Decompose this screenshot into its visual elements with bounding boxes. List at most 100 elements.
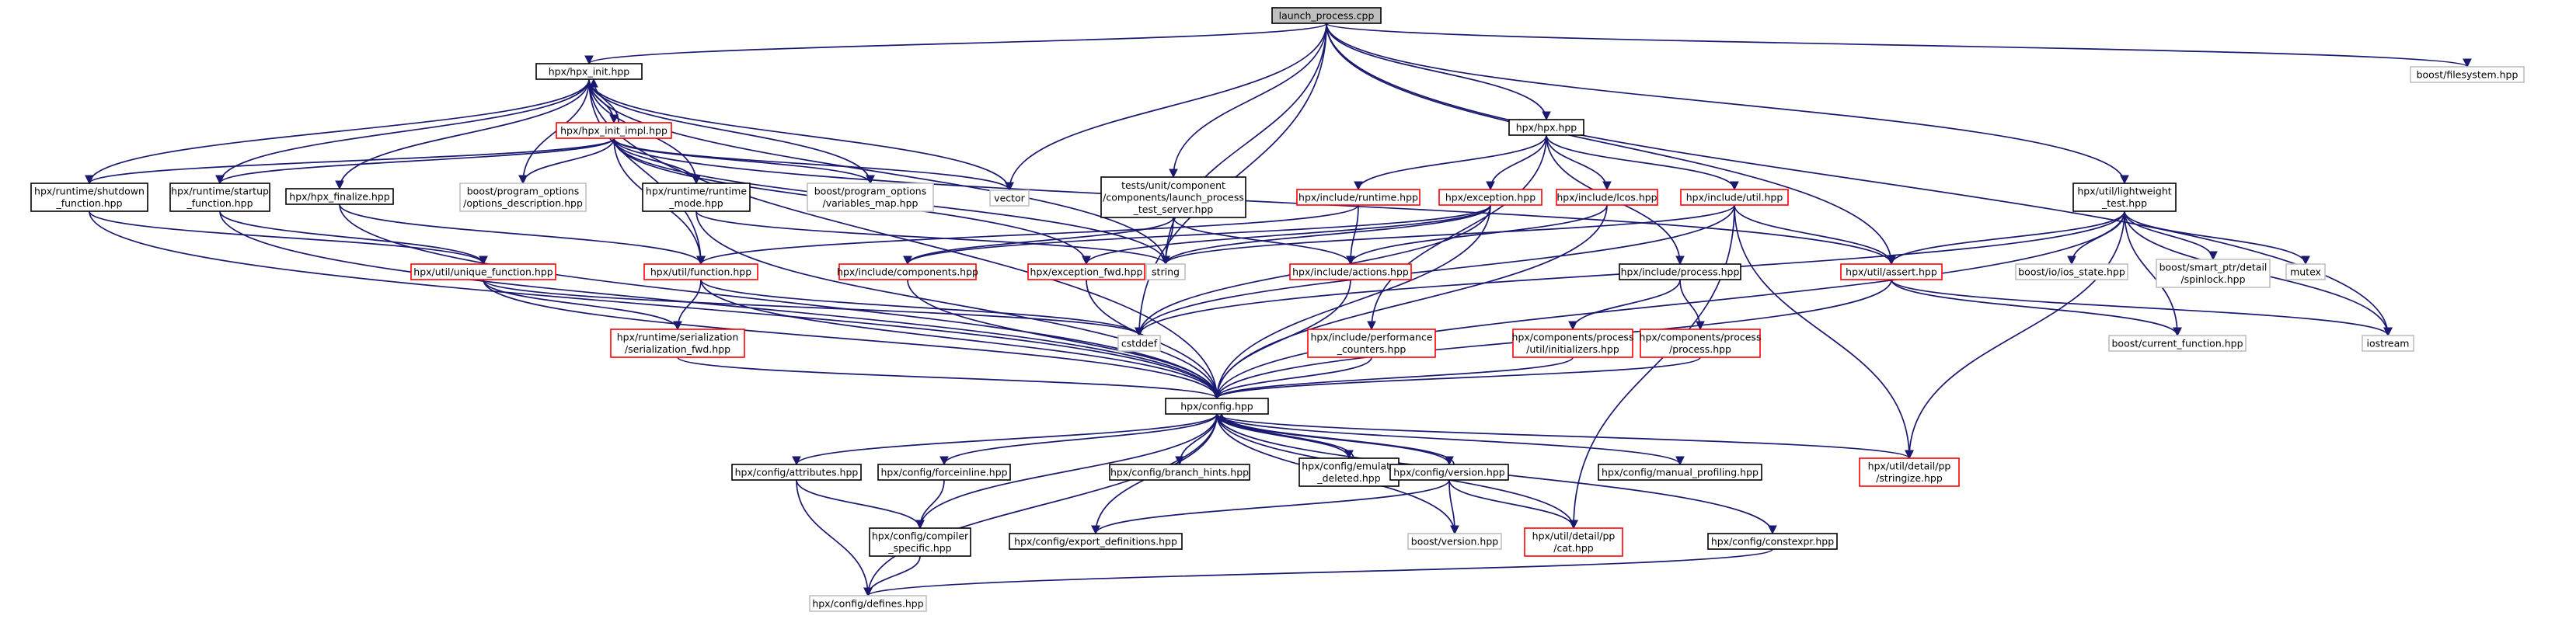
node-inc-process[interactable]: hpx/include/process.hpp xyxy=(1619,263,1741,280)
node-inc-util[interactable]: hpx/include/util.hpp xyxy=(1680,189,1789,206)
node-inc-performance[interactable]: hpx/include/performance_counters.hpp xyxy=(1307,329,1436,358)
node-po-options-desc: boost/program_options/options_descriptio… xyxy=(459,183,587,212)
node-pp-cat[interactable]: hpx/util/detail/pp/cat.hpp xyxy=(1524,527,1623,557)
node-lightweight-test[interactable]: hpx/util/lightweight_test.hpp xyxy=(2072,183,2177,212)
edge-util_unique_function-to-hpx_config xyxy=(483,279,1222,400)
node-label: boost/program_options xyxy=(467,186,580,197)
node-hpx-finalize[interactable]: hpx/hpx_finalize.hpp xyxy=(285,188,394,205)
edge-line xyxy=(915,479,945,530)
edge-line xyxy=(518,137,615,185)
node-hpx-hpx[interactable]: hpx/hpx.hpp xyxy=(1508,119,1584,136)
edge-hpx_init_impl-to-rt_startup xyxy=(215,137,615,185)
edge-line xyxy=(1082,204,1491,266)
node-proc-initializers[interactable]: hpx/components/process/util/initializers… xyxy=(1512,329,1634,358)
node-serialization-fwd[interactable]: hpx/runtime/serialization/serialization_… xyxy=(610,329,745,358)
node-inc-components[interactable]: hpx/include/components.hpp xyxy=(837,263,978,280)
edge-inc_lcos-to-inc_actions xyxy=(1346,204,1608,266)
node-cfg-manual-profiling[interactable]: hpx/config/manual_profiling.hpp xyxy=(1598,464,1762,481)
node-inc-runtime[interactable]: hpx/include/runtime.hpp xyxy=(1296,189,1420,206)
node-label: hpx/config.hpp xyxy=(1180,400,1253,412)
edge-root-to-lightweight_test xyxy=(1326,23,2129,185)
node-label: _deleted.hpp xyxy=(1316,472,1380,484)
node-label: /stringize.hpp xyxy=(1876,472,1943,484)
edge-hpx_init-to-hpx_finalize xyxy=(335,78,590,190)
edge-root-to-boost_filesystem xyxy=(1326,23,2472,68)
node-cfg-branch-hints[interactable]: hpx/config/branch_hints.hpp xyxy=(1109,464,1250,481)
node-box xyxy=(2410,66,2525,83)
edge-util_function-to-serialization_fwd xyxy=(673,279,702,331)
node-rt-shutdown[interactable]: hpx/runtime/shutdown_function.hpp xyxy=(30,183,148,212)
edge-line xyxy=(1326,23,2129,185)
edge-line xyxy=(1734,204,1896,266)
node-label: hpx/config/version.hpp xyxy=(1393,466,1505,478)
node-label: iostream xyxy=(2367,337,2410,349)
node-rt-startup[interactable]: hpx/runtime/startup_function.hpp xyxy=(169,183,270,212)
edge-line xyxy=(1346,204,1359,266)
node-cfg-compiler-specific[interactable]: hpx/config/compiler_specific.hpp xyxy=(869,527,971,557)
node-hpx-config[interactable]: hpx/config.hpp xyxy=(1165,398,1269,415)
node-label: hpx/config/emulate xyxy=(1302,461,1396,472)
edge-line xyxy=(1161,204,1491,266)
node-proc-process[interactable]: hpx/components/process/process.hpp xyxy=(1640,329,1762,358)
node-label: boost/io/ios_state.hpp xyxy=(2018,266,2125,277)
node-label: hpx/config/branch_hints.hpp xyxy=(1110,466,1249,478)
edge-inc_performance-to-hpx_config xyxy=(1212,356,1372,400)
node-box xyxy=(1840,263,1943,280)
edge-serialization_fwd-to-hpx_config xyxy=(677,356,1222,400)
node-cfg-emulate-deleted[interactable]: hpx/config/emulate_deleted.hpp xyxy=(1298,457,1400,487)
edge-line xyxy=(1212,279,1351,400)
node-iostream: iostream xyxy=(2362,335,2414,352)
node-util-function[interactable]: hpx/util/function.hpp xyxy=(643,263,758,280)
edge-line xyxy=(483,279,1222,400)
edge-line xyxy=(1367,134,1547,331)
node-label: hpx/include/util.hpp xyxy=(1686,191,1783,203)
node-box xyxy=(731,464,862,481)
node-label: boost/program_options xyxy=(814,186,927,197)
node-cfg-forceinline[interactable]: hpx/config/forceinline.hpp xyxy=(877,464,1011,481)
edge-line xyxy=(215,78,590,185)
node-root[interactable]: launch_process.cpp xyxy=(1271,7,1382,24)
edge-line xyxy=(1326,23,2393,337)
node-hpx-init-impl[interactable]: hpx/hpx_init_impl.hpp xyxy=(556,122,672,139)
node-cfg-export-definitions[interactable]: hpx/config/export_definitions.hpp xyxy=(1009,533,1183,550)
node-inc-actions[interactable]: hpx/include/actions.hpp xyxy=(1289,263,1412,280)
edge-lightweight_test-to-boost_spinlock xyxy=(2124,210,2218,261)
edge-line xyxy=(915,413,1218,530)
edge-line xyxy=(700,279,1222,400)
node-hpx-init[interactable]: hpx/hpx_init.hpp xyxy=(535,63,643,80)
node-inc-lcos[interactable]: hpx/include/lcos.hpp xyxy=(1556,189,1658,206)
edge-hpx_init-to-rt_startup xyxy=(215,78,590,185)
node-rt-runtime-mode[interactable]: hpx/runtime/runtime_mode.hpp xyxy=(642,183,751,212)
node-stringize[interactable]: hpx/util/detail/pp/stringize.hpp xyxy=(1859,457,1960,487)
edge-line xyxy=(483,279,1144,337)
edge-line xyxy=(903,204,1491,266)
edge-util_unique_function-to-serialization_fwd xyxy=(483,279,682,331)
node-label: hpx/hpx_finalize.hpp xyxy=(289,190,389,202)
edge-hpx_finalize-to-hpx_config xyxy=(339,203,1222,400)
edge-hpx_init-to-vector xyxy=(588,78,1014,192)
node-exception-fwd[interactable]: hpx/exception_fwd.hpp xyxy=(1027,263,1145,280)
node-box xyxy=(1524,527,1623,557)
node-label: /components/launch_process xyxy=(1103,191,1244,203)
node-box xyxy=(1009,533,1183,550)
edge-line xyxy=(792,413,1218,466)
node-util-assert[interactable]: hpx/util/assert.hpp xyxy=(1840,263,1943,280)
node-label: hpx/util/function.hpp xyxy=(650,266,751,277)
edge-line xyxy=(335,78,590,190)
edge-rt_runtime_mode-to-hpx_config xyxy=(695,210,1222,400)
node-cfg-version[interactable]: hpx/config/version.hpp xyxy=(1389,464,1509,481)
edge-line xyxy=(1212,356,1701,400)
edge-line xyxy=(589,78,619,123)
node-label: /serialization_fwd.hpp xyxy=(625,343,730,355)
node-hpx-exception[interactable]: hpx/exception.hpp xyxy=(1438,189,1542,206)
edge-hpx_init-to-hpx_config xyxy=(588,78,1222,400)
edge-hpx_exception-to-inc_components xyxy=(903,204,1491,266)
node-cfg-constexpr[interactable]: hpx/config/constexpr.hpp xyxy=(1707,533,1838,550)
edge-line xyxy=(613,137,701,185)
node-cfg-attributes[interactable]: hpx/config/attributes.hpp xyxy=(731,464,862,481)
node-box xyxy=(838,263,977,280)
node-lp-test-server[interactable]: tests/unit/component/components/launch_p… xyxy=(1100,176,1246,218)
edge-line xyxy=(219,210,488,266)
edge-proc_initializers-to-hpx_config xyxy=(1212,356,1574,400)
node-util-unique-function[interactable]: hpx/util/unique_function.hpp xyxy=(410,263,556,280)
